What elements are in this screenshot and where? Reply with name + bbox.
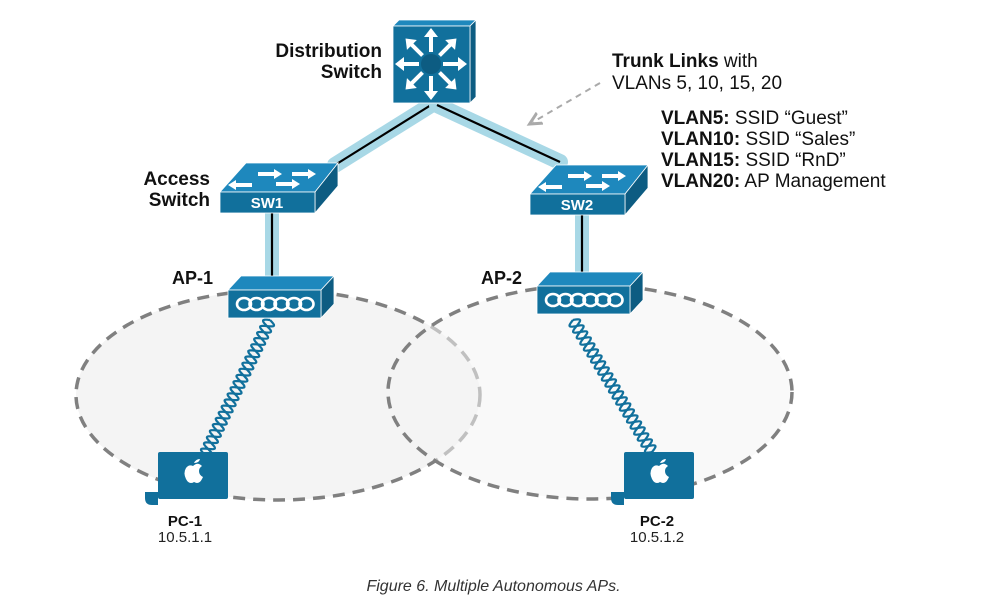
ap1-label: AP-1 — [172, 268, 214, 288]
antenna-ring-icon — [557, 292, 574, 308]
pc2-name: PC-2 — [639, 513, 675, 530]
arrow-icon — [438, 42, 453, 57]
access-switch-label-line1: Access — [143, 169, 210, 190]
ap2-label: AP-2 — [481, 268, 523, 288]
trunk-links-note: Trunk Links with VLANs 5, 10, 15, 20 — [612, 51, 782, 95]
arrow-icon — [438, 71, 453, 86]
wireless-signal-ap2-pc2 — [568, 318, 657, 454]
antenna-ring-icon — [544, 292, 562, 308]
signal-strand — [199, 319, 276, 456]
access-point-ap2-icon — [536, 270, 644, 316]
arrow-head-icon — [405, 38, 417, 50]
antenna-ring-icon — [569, 292, 587, 308]
antenna-ring-icon — [607, 292, 624, 308]
trunk-links-with: with — [718, 51, 758, 72]
access-switch-label-line2: Switch — [148, 190, 210, 211]
sw2-label: SW2 — [561, 197, 594, 214]
vlan-desc: SSID “Guest” — [729, 108, 848, 129]
apple-logo-icon — [194, 459, 200, 463]
vlan-desc: SSID “Sales” — [740, 129, 856, 150]
antenna-ring-icon — [298, 296, 315, 312]
access-switch-sw2-icon: SW2 — [529, 163, 649, 217]
access-switch-label: Access Switch — [100, 169, 210, 211]
vlan-id: VLAN20: — [661, 171, 741, 192]
coverage-area-ap2 — [386, 283, 794, 501]
laptop-pc2-icon — [611, 452, 694, 505]
arrow-head-icon — [424, 28, 438, 37]
vlan-item: VLAN15: SSID “RnD” — [661, 150, 886, 171]
sw1-label: SW1 — [251, 195, 284, 212]
signal-strand — [572, 318, 653, 454]
antenna-ring-icon — [260, 296, 278, 312]
distribution-switch-label-line1: Distribution — [275, 41, 382, 62]
trunk-note-arrow — [533, 82, 601, 122]
trunk-links-title: Trunk Links — [612, 51, 719, 72]
vlan-id: VLAN5: — [661, 108, 730, 129]
vlan-id: VLAN10: — [661, 129, 741, 150]
arrow-head-icon — [445, 78, 457, 90]
vlan-id: VLAN15: — [661, 150, 741, 171]
distribution-switch-icon — [392, 19, 477, 104]
pc1-name: PC-1 — [167, 513, 203, 530]
antenna-ring-icon — [235, 296, 253, 312]
distribution-switch-label: Distribution Switch — [230, 41, 382, 83]
link-sw2-ap2 — [575, 214, 589, 273]
vlan-item: VLAN20: AP Management — [661, 171, 886, 192]
trunk-links-vlans: VLANs 5, 10, 15, 20 — [612, 73, 783, 94]
pc1-ip: 10.5.1.1 — [157, 529, 213, 546]
arrow-icon — [409, 42, 424, 57]
trunk-link-dist-sw1 — [327, 97, 439, 173]
pc2-ip: 10.5.1.2 — [629, 529, 685, 546]
trunk-link-dist-sw2 — [429, 97, 568, 170]
arrow-head-icon — [458, 57, 467, 71]
vlan-item: VLAN10: SSID “Sales” — [661, 129, 886, 150]
link-sw1-ap1 — [265, 212, 279, 277]
vlan-desc: AP Management — [740, 171, 886, 192]
vlan-desc: SSID “RnD” — [740, 150, 846, 171]
access-point-ap1-icon — [227, 274, 335, 320]
arrow-head-icon — [445, 38, 457, 50]
arrow-head-icon — [405, 78, 417, 90]
apple-logo-icon — [660, 459, 666, 463]
access-switch-sw1-icon: SW1 — [219, 161, 339, 215]
antenna-ring-icon — [582, 292, 599, 308]
antenna-ring-icon — [248, 296, 265, 312]
arrow-icon — [409, 71, 424, 86]
laptop-pc1-icon — [145, 452, 228, 505]
wireless-signal-ap1-pc1 — [199, 318, 276, 457]
vlan-list: VLAN5: SSID “Guest” VLAN10: SSID “Sales”… — [661, 108, 886, 192]
antenna-ring-icon — [273, 296, 290, 312]
antenna-ring-icon — [594, 292, 612, 308]
vlan-item: VLAN5: SSID “Guest” — [661, 108, 886, 129]
antenna-ring-icon — [285, 296, 303, 312]
arrow-head-icon — [395, 57, 404, 71]
arrow-head-icon — [424, 91, 438, 100]
distribution-switch-label-line2: Switch — [320, 62, 382, 83]
figure-caption: Figure 6. Multiple Autonomous APs. — [366, 578, 621, 595]
